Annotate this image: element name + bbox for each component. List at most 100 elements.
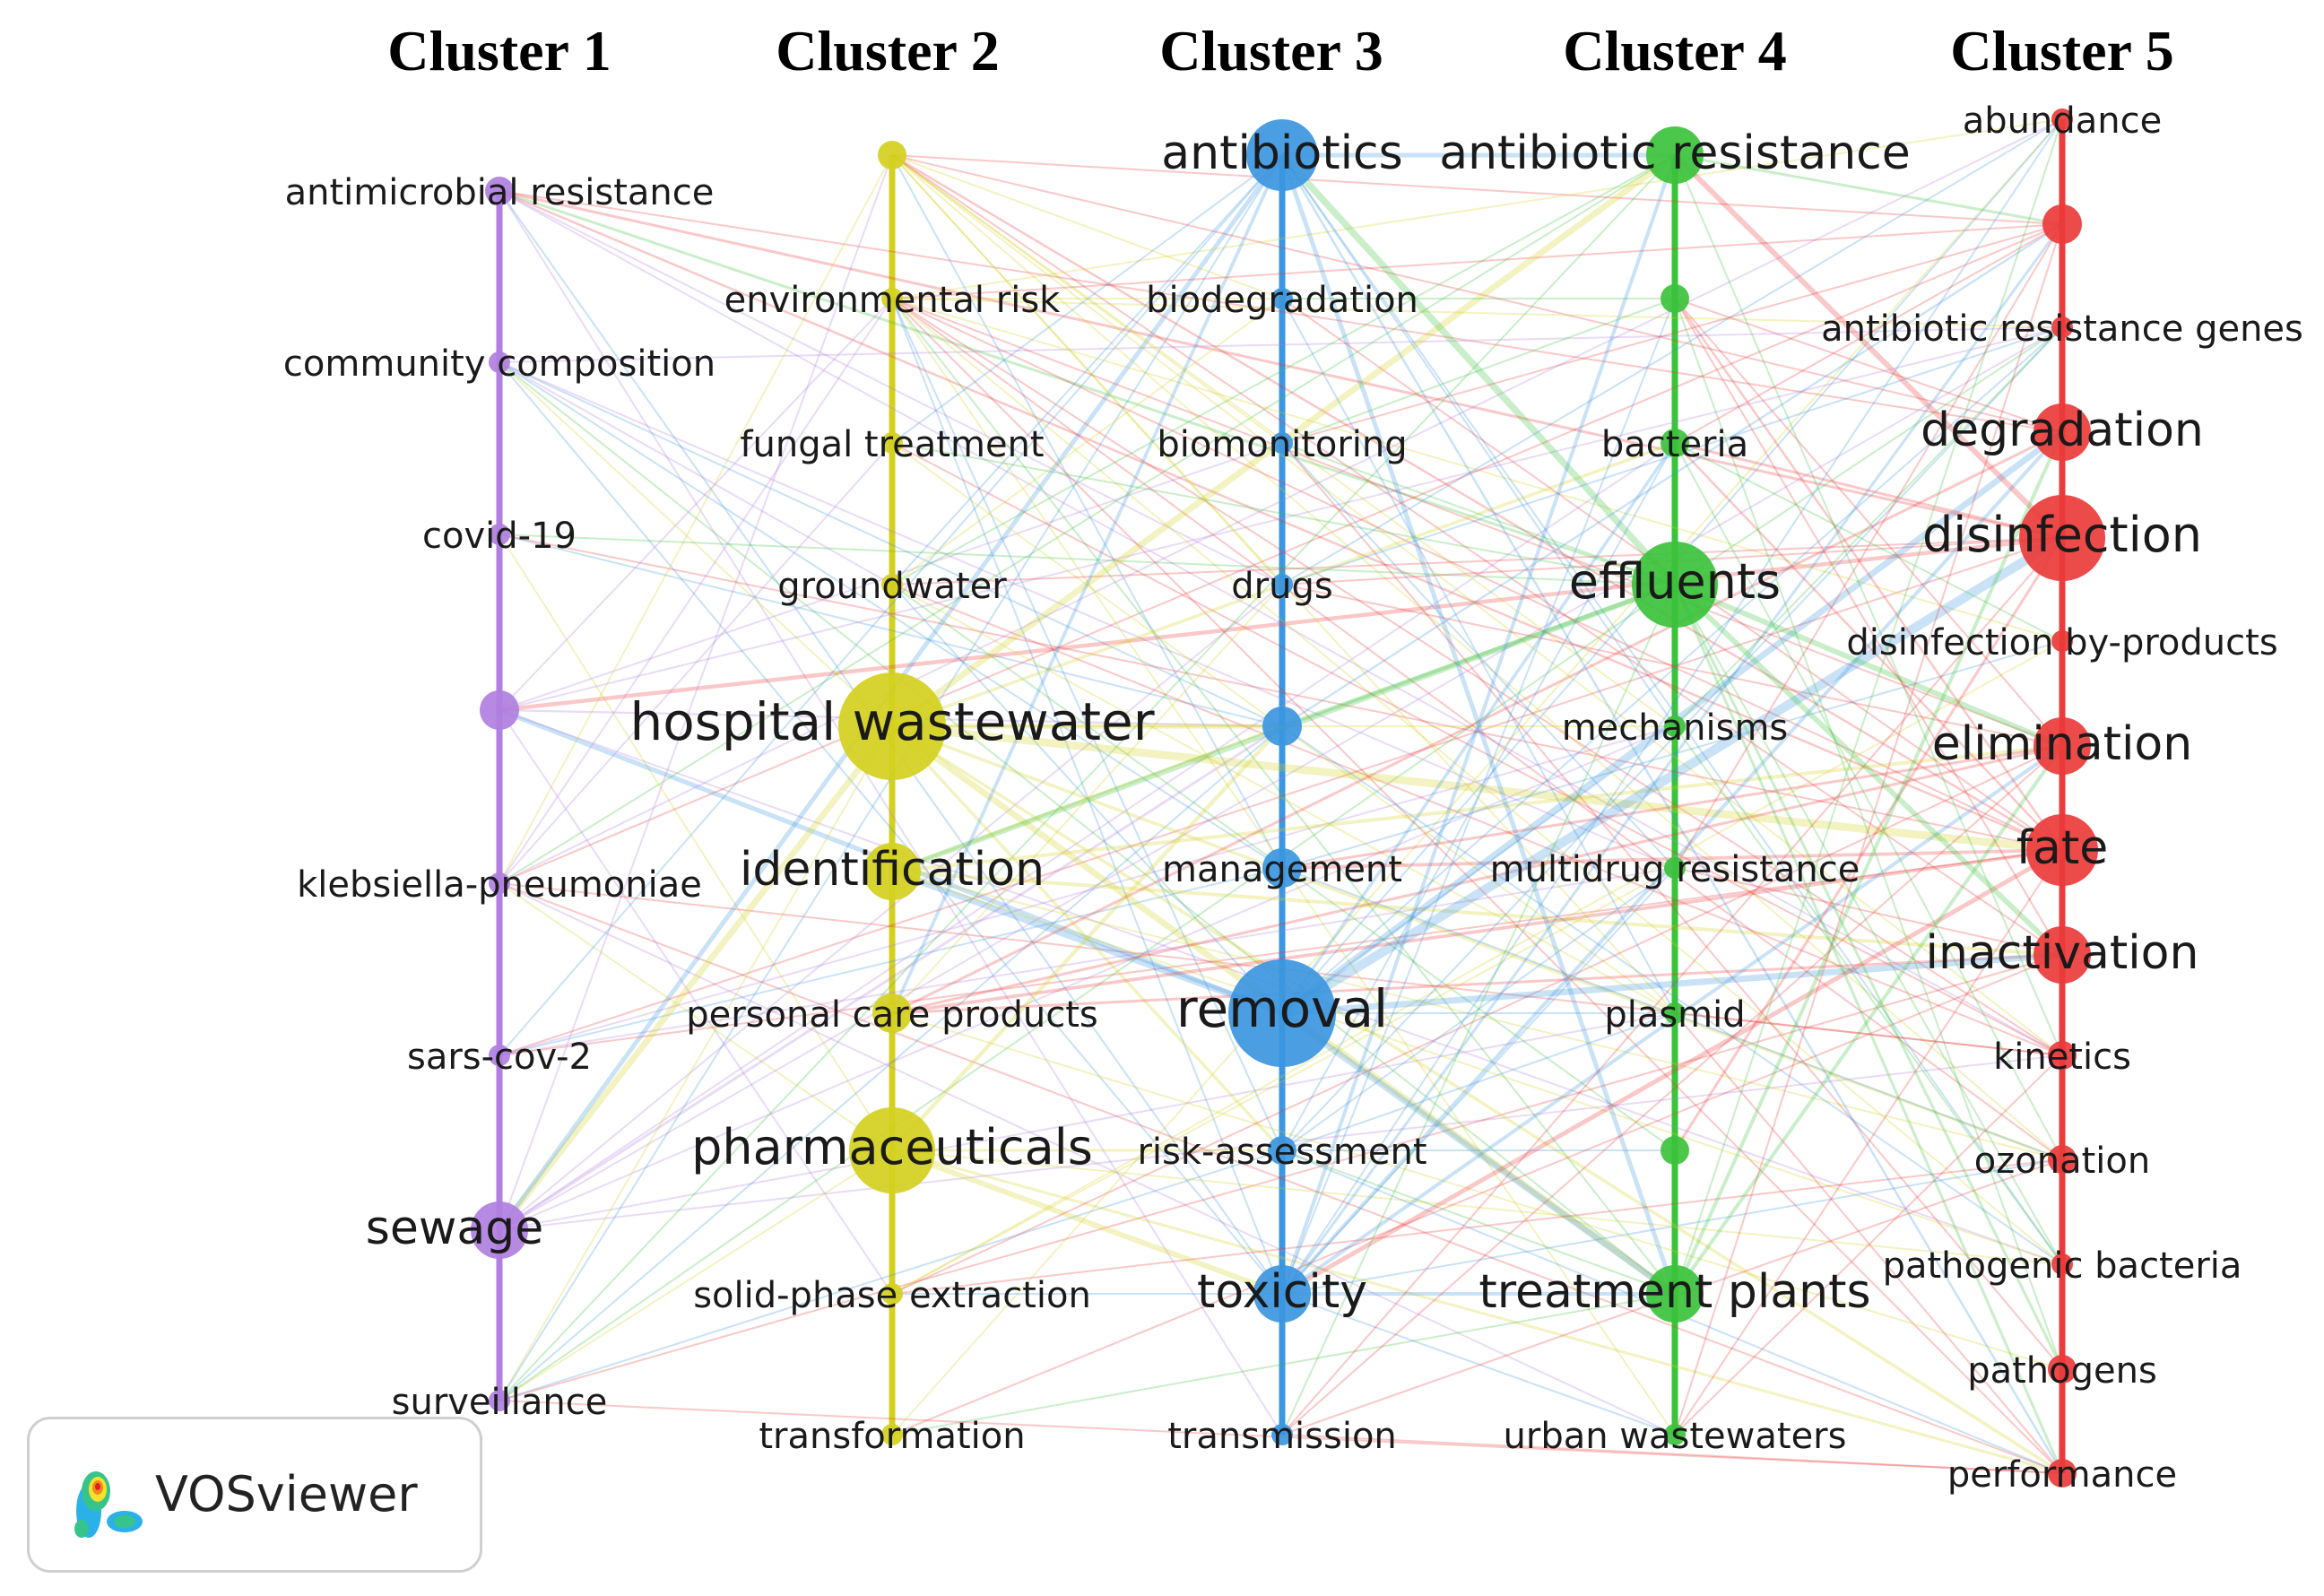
network-node[interactable] <box>1271 288 1293 309</box>
network-link <box>1281 223 2063 727</box>
network-link <box>1280 154 2064 1474</box>
node-label: effluents <box>1569 553 1781 610</box>
network-node[interactable] <box>1271 1424 1293 1445</box>
network-node[interactable] <box>1664 716 1686 737</box>
network-node[interactable] <box>872 993 912 1033</box>
network-node[interactable] <box>1246 119 1318 191</box>
network-node[interactable] <box>2034 926 2091 984</box>
node-label: sars-cov-2 <box>407 1037 592 1078</box>
network-node[interactable] <box>2051 630 2073 652</box>
network-link <box>891 724 1283 873</box>
network-node[interactable] <box>489 1045 510 1066</box>
network-link <box>499 867 1676 1056</box>
network-node[interactable] <box>2042 204 2082 244</box>
network-link <box>891 154 1676 585</box>
network-link <box>1674 298 2063 1370</box>
network-node[interactable] <box>2051 108 2073 130</box>
network-node[interactable] <box>1268 1136 1296 1165</box>
network-node[interactable] <box>1646 126 1704 184</box>
network-link <box>499 442 1676 1231</box>
network-link <box>1673 584 2064 1474</box>
network-node[interactable] <box>1664 1424 1686 1445</box>
network-node[interactable] <box>2048 1355 2077 1383</box>
network-node[interactable] <box>2051 1253 2073 1275</box>
network-link <box>499 361 893 585</box>
network-node[interactable] <box>1632 542 1718 628</box>
network-link <box>1674 154 2063 1056</box>
node-label: urban wastewaters <box>1504 1416 1847 1457</box>
network-link <box>1674 1054 2063 1436</box>
network-node[interactable] <box>1253 1265 1311 1323</box>
network-link <box>499 298 893 884</box>
network-link <box>499 118 2063 884</box>
network-link <box>1674 442 2063 851</box>
network-node[interactable] <box>863 843 921 900</box>
node-label: pathogenic bacteria <box>1883 1245 2242 1287</box>
network-node[interactable] <box>1228 959 1336 1067</box>
network-node[interactable] <box>1664 857 1686 879</box>
network-link <box>890 724 1284 1152</box>
network-node[interactable] <box>1664 1002 1686 1024</box>
network-node[interactable] <box>2034 403 2091 461</box>
network-node[interactable] <box>2019 495 2105 581</box>
network-link <box>499 189 1676 586</box>
network-link <box>1674 298 2063 433</box>
network-link <box>891 1293 1676 1436</box>
network-link <box>499 535 2063 713</box>
network-node[interactable] <box>1661 284 1689 313</box>
node-label: transmission <box>1167 1416 1397 1457</box>
network-node[interactable] <box>881 574 903 595</box>
network-link <box>1674 725 2063 1265</box>
network-link <box>1279 154 1678 1295</box>
node-label: surveillance <box>392 1382 608 1423</box>
node-label: sewage <box>366 1201 543 1255</box>
network-node[interactable] <box>881 1424 903 1445</box>
network-node[interactable] <box>489 351 510 373</box>
node-label: removal <box>1176 978 1388 1039</box>
network-link <box>891 154 1283 299</box>
network-link <box>499 882 2063 1474</box>
network-link <box>891 724 2063 1161</box>
network-node[interactable] <box>849 1107 935 1193</box>
network-node[interactable] <box>878 141 906 169</box>
network-link <box>891 430 2063 1015</box>
network-node[interactable] <box>485 177 514 205</box>
network-link <box>891 953 2063 1015</box>
network-link <box>499 882 1676 1436</box>
network-node[interactable] <box>881 432 903 454</box>
network-node[interactable] <box>2026 814 2098 886</box>
network-node[interactable] <box>2051 317 2073 338</box>
network-node[interactable] <box>881 1283 903 1305</box>
network-node[interactable] <box>2034 717 2091 775</box>
network-node[interactable] <box>1271 432 1293 454</box>
network-node[interactable] <box>489 872 510 894</box>
network-link <box>1674 223 2063 444</box>
network-node[interactable] <box>1262 848 1302 888</box>
network-link <box>1281 118 2063 585</box>
network-link <box>891 154 1283 444</box>
network-node[interactable] <box>1271 574 1293 595</box>
network-node[interactable] <box>838 672 946 780</box>
cluster-title: Cluster 1 <box>387 19 611 82</box>
network-node[interactable] <box>1646 1265 1704 1323</box>
node-label: abundance <box>1963 100 2162 142</box>
network-node[interactable] <box>1262 707 1302 746</box>
network-node[interactable] <box>480 690 519 730</box>
network-link <box>499 361 1283 1295</box>
network-node[interactable] <box>1661 429 1689 457</box>
network-node[interactable] <box>489 1390 510 1411</box>
network-link <box>891 1158 2063 1295</box>
network-node[interactable] <box>1661 1136 1689 1165</box>
network-link <box>499 190 1283 585</box>
network-node[interactable] <box>2048 1041 2077 1070</box>
network-link <box>1674 298 2063 956</box>
network-node[interactable] <box>489 524 510 545</box>
network-link <box>499 442 893 884</box>
network-node[interactable] <box>881 288 903 309</box>
network-node[interactable] <box>2048 1145 2077 1174</box>
network-link <box>890 724 1284 1152</box>
network-node[interactable] <box>471 1201 528 1259</box>
network-node[interactable] <box>2048 1459 2077 1488</box>
